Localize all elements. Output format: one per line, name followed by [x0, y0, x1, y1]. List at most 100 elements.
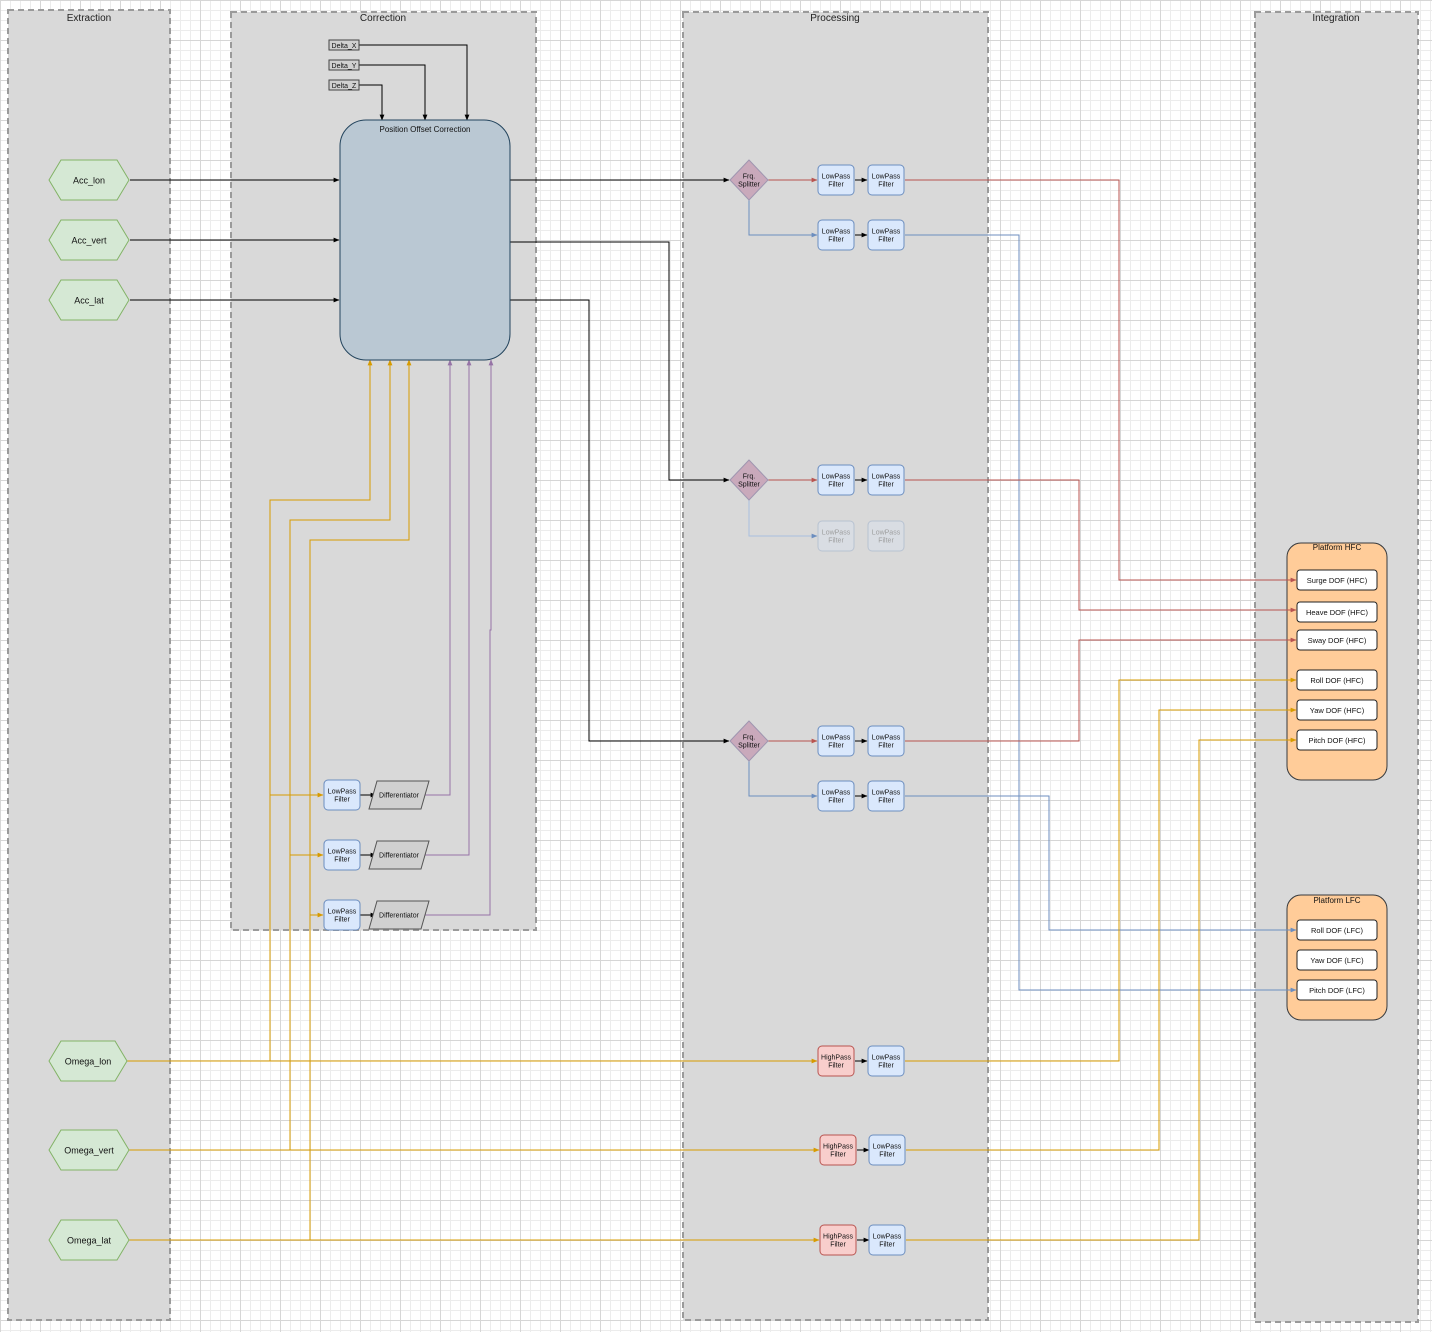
dof-heave-hfc[interactable]: Heave DOF (HFC) [1296, 601, 1378, 623]
dof-sway-hfc[interactable]: Sway DOF (HFC) [1296, 629, 1378, 651]
frequency-splitter-1-label: Frq.Splitter [738, 173, 760, 188]
lane-title-integration: Integration [1312, 13, 1359, 24]
delta-y-label: Delta_Y [332, 63, 357, 70]
lane-extraction[interactable]: Extraction [7, 9, 171, 1321]
dof-surge-hfc-label: Surge DOF (HFC) [1307, 576, 1368, 585]
dof-heave-hfc-label: Heave DOF (HFC) [1306, 608, 1369, 617]
edge-diff-2-to-block [424, 359, 472, 856]
delta-x[interactable]: Delta_X [328, 39, 360, 51]
edge-to-pitch-lfc [905, 234, 1297, 993]
platform-lfc-title: Platform LFC [1313, 896, 1360, 905]
dof-yaw-hfc-label: Yaw DOF (HFC) [1310, 706, 1365, 715]
edge-diff-3-to-block [424, 359, 494, 916]
input-acc-lat-label: Acc_lat [74, 296, 104, 306]
frequency-splitter-2[interactable]: Frq.Splitter [729, 459, 769, 501]
edge-s1-lf [748, 200, 818, 238]
input-omega-lon[interactable]: Omega_lon [48, 1040, 128, 1082]
differentiator-1[interactable]: Differentiator [368, 780, 430, 810]
frequency-splitter-3[interactable]: Frq.Splitter [729, 720, 769, 762]
differentiator-3[interactable]: Differentiator [368, 900, 430, 930]
edge-delta-y [359, 64, 428, 121]
input-omega-vert[interactable]: Omega_vert [48, 1129, 130, 1171]
dof-pitch-hfc-label: Pitch DOF (HFC) [1308, 736, 1366, 745]
dof-pitch-lfc[interactable]: Pitch DOF (LFC) [1296, 979, 1378, 1001]
dof-yaw-lfc[interactable]: Yaw DOF (LFC) [1296, 949, 1378, 971]
dof-roll-lfc-label: Roll DOF (LFC) [1311, 926, 1364, 935]
edge-to-surge-hfc [905, 179, 1297, 583]
dof-yaw-lfc-label: Yaw DOF (LFC) [1310, 956, 1364, 965]
edge-to-roll-lfc [905, 795, 1297, 933]
edge-to-sway-hfc [905, 637, 1297, 742]
delta-z[interactable]: Delta_Z [328, 79, 360, 91]
dof-pitch-lfc-label: Pitch DOF (LFC) [1309, 986, 1365, 995]
differentiator-3-label: Differentiator [379, 913, 420, 920]
delta-x-label: Delta_X [332, 43, 357, 50]
platform-hfc-title: Platform HFC [1313, 543, 1362, 552]
edge-omega-lon-to-block [269, 359, 373, 1061]
dof-roll-lfc[interactable]: Roll DOF (LFC) [1296, 919, 1378, 941]
input-acc-lat[interactable]: Acc_lat [48, 279, 130, 321]
dof-surge-hfc[interactable]: Surge DOF (HFC) [1296, 569, 1378, 591]
input-omega-vert-label: Omega_vert [64, 1146, 114, 1156]
input-omega-lat[interactable]: Omega_lat [48, 1219, 130, 1261]
differentiator-2[interactable]: Differentiator [368, 840, 430, 870]
dof-pitch-hfc[interactable]: Pitch DOF (HFC) [1296, 729, 1378, 751]
frequency-splitter-1[interactable]: Frq.Splitter [729, 159, 769, 201]
edge-to-yaw-hfc [906, 707, 1297, 1151]
delta-z-label: Delta_Z [332, 83, 357, 90]
dof-roll-hfc[interactable]: Roll DOF (HFC) [1296, 669, 1378, 691]
lane-title-processing: Processing [810, 13, 859, 24]
input-omega-lat-label: Omega_lat [67, 1236, 112, 1246]
connectors [127, 44, 1297, 1243]
differentiator-2-label: Differentiator [379, 853, 420, 860]
input-acc-vert[interactable]: Acc_vert [48, 219, 130, 261]
position-offset-correction-block[interactable]: Position Offset Correction [339, 119, 511, 361]
edge-block-splitter-2 [510, 241, 730, 483]
edge-omega-vert-to-block [289, 359, 393, 1150]
dof-sway-hfc-label: Sway DOF (HFC) [1308, 636, 1367, 645]
input-acc-lon[interactable]: Acc_lon [48, 159, 130, 201]
delta-y[interactable]: Delta_Y [328, 59, 360, 71]
lane-title-extraction: Extraction [67, 13, 111, 24]
lane-processing[interactable]: Processing [682, 11, 989, 1321]
edge-delta-x [359, 44, 470, 121]
position-offset-correction-label: Position Offset Correction [379, 125, 470, 134]
input-acc-lon-label: Acc_lon [73, 176, 105, 186]
dof-yaw-hfc[interactable]: Yaw DOF (HFC) [1296, 699, 1378, 721]
edge-s3-lf [748, 761, 818, 799]
